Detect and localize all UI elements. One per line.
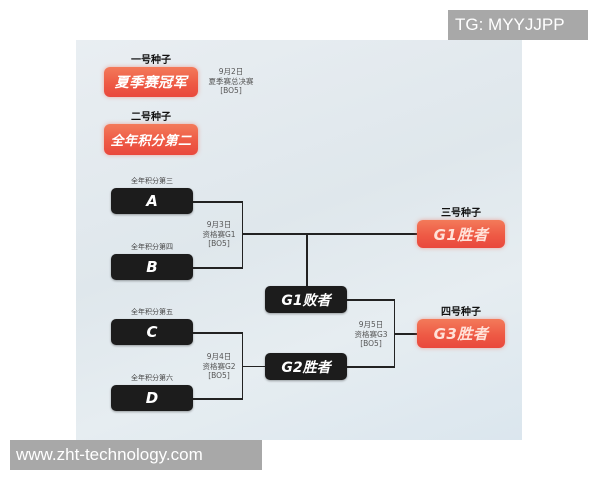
g2-format: [BO5] [208, 371, 230, 380]
g2-winner-box: G2胜者 [265, 353, 347, 380]
g1-connector-a [193, 201, 243, 203]
g1-date: 9月3日 [206, 220, 232, 229]
seed4-label: 四号种子 [441, 307, 481, 318]
team-b-box: B [111, 254, 193, 280]
team-a-box: A [111, 188, 193, 214]
g1-name: 资格赛G1 [202, 229, 236, 239]
g3-connector-bottom [347, 366, 395, 368]
team-a-name: A [146, 192, 158, 210]
finals-name: 夏季赛总决赛 [208, 76, 254, 86]
g1-format: [BO5] [208, 239, 230, 248]
finals-info: 9月2日 夏季赛总决赛 [BO5] [202, 67, 260, 96]
finals-date: 9月2日 [218, 67, 244, 76]
team-b-rank: 全年积分第四 [131, 243, 173, 251]
g2-connector-c [193, 332, 243, 334]
seed1-team: 夏季赛冠军 [114, 75, 188, 91]
seed2-label: 二号种子 [131, 112, 171, 123]
g2-connector-d [193, 398, 243, 400]
team-c-box: C [111, 319, 193, 345]
watermark-telegram: TG: MYYJJPP [448, 10, 588, 40]
g1-to-seed3 [242, 233, 417, 235]
seed3-label: 三号种子 [441, 208, 481, 219]
g2-info: 9月4日 资格赛G2 [BO5] [196, 352, 242, 381]
finals-format: [BO5] [220, 86, 242, 95]
seed2-team: 全年积分第二 [110, 134, 192, 149]
g2-winner-text: G2胜者 [281, 359, 331, 376]
g3-name: 资格赛G3 [354, 329, 388, 339]
g3-date: 9月5日 [358, 320, 384, 329]
seed3-box: G1胜者 [417, 220, 505, 248]
g1-info: 9月3日 资格赛G1 [BO5] [196, 220, 242, 249]
g1-loser-box: G1败者 [265, 286, 347, 313]
team-d-box: D [111, 385, 193, 411]
watermark-website: www.zht-technology.com [10, 440, 262, 470]
seed4-team: G3胜者 [433, 325, 489, 343]
team-d-rank: 全年积分第六 [131, 374, 173, 382]
seed3-team: G1胜者 [433, 225, 489, 244]
g3-info: 9月5日 资格赛G3 [BO5] [348, 320, 394, 349]
g3-format: [BO5] [360, 339, 382, 348]
g2-to-winner [242, 365, 265, 367]
team-b-name: B [146, 258, 158, 276]
seed2-box: 全年积分第二 [104, 124, 198, 155]
seed1-label: 一号种子 [131, 55, 171, 66]
team-c-rank: 全年积分第五 [131, 308, 173, 316]
g1-loser-drop [306, 233, 308, 286]
watermark-website-text: www.zht-technology.com [16, 445, 203, 464]
g3-connector-top [347, 299, 395, 301]
g1-connector-b [193, 267, 243, 269]
g1-loser-text: G1败者 [281, 292, 331, 309]
team-d-name: D [145, 389, 159, 407]
g1-vertical [241, 201, 243, 269]
seed1-box: 夏季赛冠军 [104, 67, 198, 97]
g3-to-seed4 [394, 333, 417, 335]
watermark-telegram-text: TG: MYYJJPP [455, 15, 565, 34]
g2-date: 9月4日 [206, 352, 232, 361]
team-a-rank: 全年积分第三 [131, 177, 173, 185]
team-c-name: C [146, 323, 158, 341]
seed4-box: G3胜者 [417, 319, 505, 348]
g2-name: 资格赛G2 [202, 361, 236, 371]
